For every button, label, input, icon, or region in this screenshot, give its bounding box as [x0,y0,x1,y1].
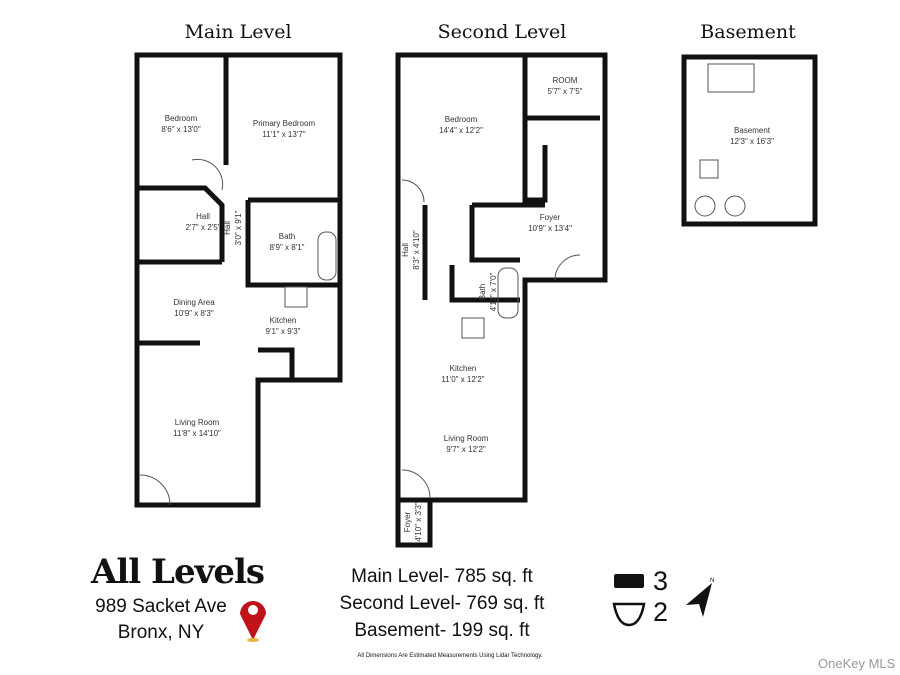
address-line-2: Bronx, NY [117,622,205,643]
furnace [724,195,746,217]
door-swing [554,254,581,281]
second-level-outer-walls [395,52,608,548]
watermark: OneKey MLS [818,656,896,671]
disclaimer: All Dimensions Are Estimated Measurement… [357,653,543,659]
stove [461,317,485,339]
summary-heading: All Levels [91,552,265,592]
second-level-title: Second Level [437,21,567,43]
bedroom-count: 3 [653,566,669,596]
main-level-area: Main Level- 785 sq. ft [351,566,533,587]
stairs [707,63,755,93]
location-pin-icon [240,601,266,640]
main-level-outer-walls [134,52,343,508]
icons [612,574,712,627]
basement-area: Basement- 199 sq. ft [354,620,530,641]
north-arrow-icon [686,583,712,617]
compass-label: N [710,578,715,584]
basement-outer-walls [681,54,818,227]
main-level-interior-walls [137,55,340,380]
second-level-interior-walls [398,55,600,503]
door-swing [401,469,431,499]
bathtub [317,231,337,281]
address: 989 Sacket Ave Bronx, NY [86,594,236,646]
basement-fixture [699,159,719,179]
basement-title: Basement [700,21,796,43]
door-swing [401,179,425,203]
second-level-area: Second Level- 769 sq. ft [339,593,545,614]
main-level-title: Main Level [184,21,292,43]
bathtub [497,267,519,319]
area-summary: Main Level- 785 sq. ft Second Level- 769… [340,563,545,644]
address-line-1: 989 Sacket Ave [95,596,227,617]
bathroom-count: 2 [653,597,669,627]
stove [284,286,308,308]
door-swing [191,158,224,191]
door-swing [139,474,171,506]
sink-icon [612,602,646,627]
water-heater [694,195,716,217]
bed-icon [614,574,644,588]
